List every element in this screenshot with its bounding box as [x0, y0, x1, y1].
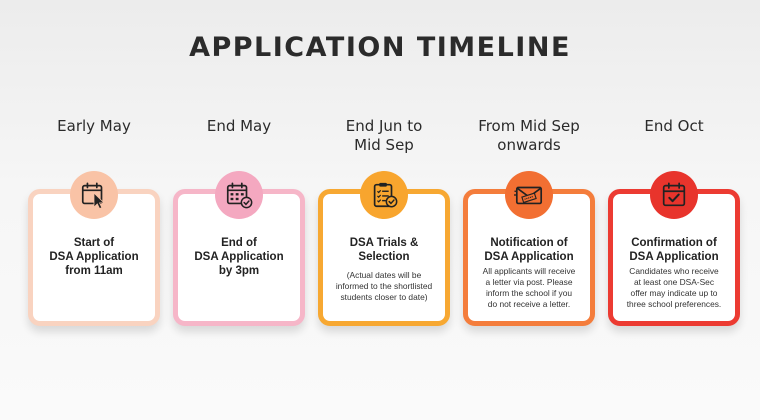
step-heading: DSA Trials & Selection: [327, 236, 441, 264]
step-heading: Confirmation of DSA Application: [617, 236, 731, 264]
calendar-cursor-icon: [81, 182, 105, 210]
step-heading-line: Start of: [73, 237, 115, 249]
calendar-check-icon: [662, 182, 686, 207]
step-heading-line: Confirmation of: [631, 237, 717, 249]
step-icon-circle: [650, 171, 698, 219]
timeline-step-1: Early May Start of DSA Application from …: [28, 0, 160, 420]
page-title: APPLICATION TIMELINE: [189, 32, 571, 63]
step-date-line: End Jun to: [345, 117, 423, 135]
step-note-line: informed to the shortlisted: [335, 281, 433, 291]
step-note: Candidates who receive at least one DSA-…: [619, 266, 729, 310]
calendar-check-badge-icon: [226, 182, 253, 209]
step-note: (Actual dates will be informed to the sh…: [329, 270, 439, 303]
step-heading-line: Notification of: [490, 237, 568, 249]
step-date-line: Mid Sep: [354, 136, 414, 154]
step-heading-line: Selection: [358, 251, 410, 263]
step-heading-line: DSA Application: [629, 251, 719, 263]
step-heading-line: DSA Application: [194, 251, 284, 263]
step-heading-line: DSA Application: [484, 251, 574, 263]
timeline-step-2: End May End of DSA Application by 3pm: [173, 0, 305, 420]
step-note-line: offer may indicate up to: [630, 288, 718, 298]
step-date-line: From Mid Sep: [478, 117, 580, 135]
envelope-stamp-icon: [514, 186, 543, 205]
step-icon-circle: [360, 171, 408, 219]
step-date-line: onwards: [497, 136, 561, 154]
timeline-step-3: End Jun to Mid Sep DSA Trials & Selectio…: [318, 0, 450, 420]
step-heading-line: from 11am: [65, 265, 123, 277]
step-note-line: three school preferences.: [626, 299, 722, 309]
step-note-line: do not receive a letter.: [487, 299, 571, 309]
step-date: End Jun to Mid Sep: [310, 117, 458, 155]
step-heading: Notification of DSA Application: [472, 236, 586, 264]
step-note-line: inform the school if you: [485, 288, 573, 298]
step-heading-line: End of: [221, 237, 257, 249]
step-icon-circle: [505, 171, 553, 219]
clipboard-checklist-icon: [373, 182, 398, 208]
step-date: From Mid Sep onwards: [455, 117, 603, 155]
step-note-line: Candidates who receive: [629, 266, 719, 276]
step-note-line: All applicants will receive: [482, 266, 576, 276]
step-note-line: a letter via post. Please: [485, 277, 573, 287]
step-heading: Start of DSA Application from 11am: [37, 236, 151, 278]
step-heading-line: DSA Application: [49, 251, 139, 263]
timeline-step-5: End Oct Confirmation of DSA Application …: [608, 0, 740, 420]
step-icon-circle: [215, 171, 263, 219]
step-note-line: students closer to date): [340, 292, 428, 302]
step-heading-line: by 3pm: [218, 265, 260, 277]
step-note-line: (Actual dates will be: [346, 270, 422, 280]
step-date: Early May: [57, 117, 131, 135]
step-heading: End of DSA Application by 3pm: [182, 236, 296, 278]
step-heading-line: DSA Trials &: [349, 237, 419, 249]
step-note: All applicants will receive a letter via…: [474, 266, 584, 310]
step-date: End May: [206, 117, 272, 135]
step-note-line: at least one DSA-Sec: [633, 277, 715, 287]
step-date: End Oct: [644, 117, 704, 135]
step-icon-circle: [70, 171, 118, 219]
timeline-step-4: From Mid Sep onwards Notification of DSA…: [463, 0, 595, 420]
